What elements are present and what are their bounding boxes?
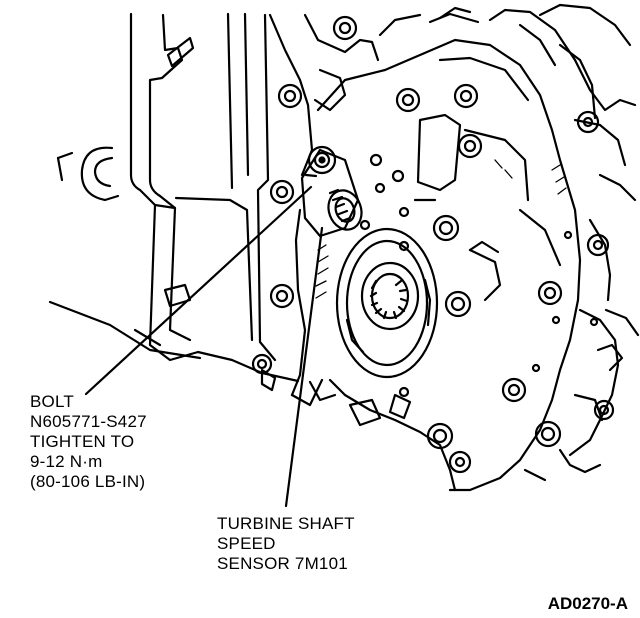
sensor-label-line-2: SPEED bbox=[217, 534, 276, 553]
case-body bbox=[308, 12, 582, 492]
housing-bracket bbox=[56, 12, 300, 383]
figure-id: AD0270-A bbox=[547, 594, 628, 613]
turbine-shaft-speed-sensor bbox=[300, 148, 363, 238]
turbine-shaft bbox=[335, 227, 439, 379]
sensor-callout: TURBINE SHAFT SPEED SENSOR 7M101 bbox=[217, 514, 355, 574]
bolt-leader-line bbox=[84, 185, 313, 396]
bolt-torque-imperial: (80-106 LB-IN) bbox=[30, 472, 146, 491]
bolt-tighten-label: TIGHTEN TO bbox=[30, 432, 135, 451]
sensor-bolt bbox=[307, 145, 337, 175]
case-shading bbox=[315, 159, 567, 299]
bolt-callout: BOLT N605771-S427 TIGHTEN TO 9-12 N·m (8… bbox=[30, 392, 147, 492]
bolt-label: BOLT bbox=[30, 392, 74, 411]
sensor-label-line-3: SENSOR 7M101 bbox=[217, 554, 348, 573]
leader-lines bbox=[48, 185, 324, 508]
case-holes bbox=[359, 153, 599, 398]
case-right-detail bbox=[438, 3, 640, 482]
sensor-label-line-1: TURBINE SHAFT bbox=[217, 514, 355, 533]
bolt-part-number: N605771-S427 bbox=[30, 412, 147, 431]
cable-line bbox=[48, 300, 202, 360]
case-bolts bbox=[251, 15, 615, 474]
bolt-torque-metric: 9-12 N·m bbox=[30, 452, 103, 471]
sensor-leader-line bbox=[284, 226, 324, 508]
